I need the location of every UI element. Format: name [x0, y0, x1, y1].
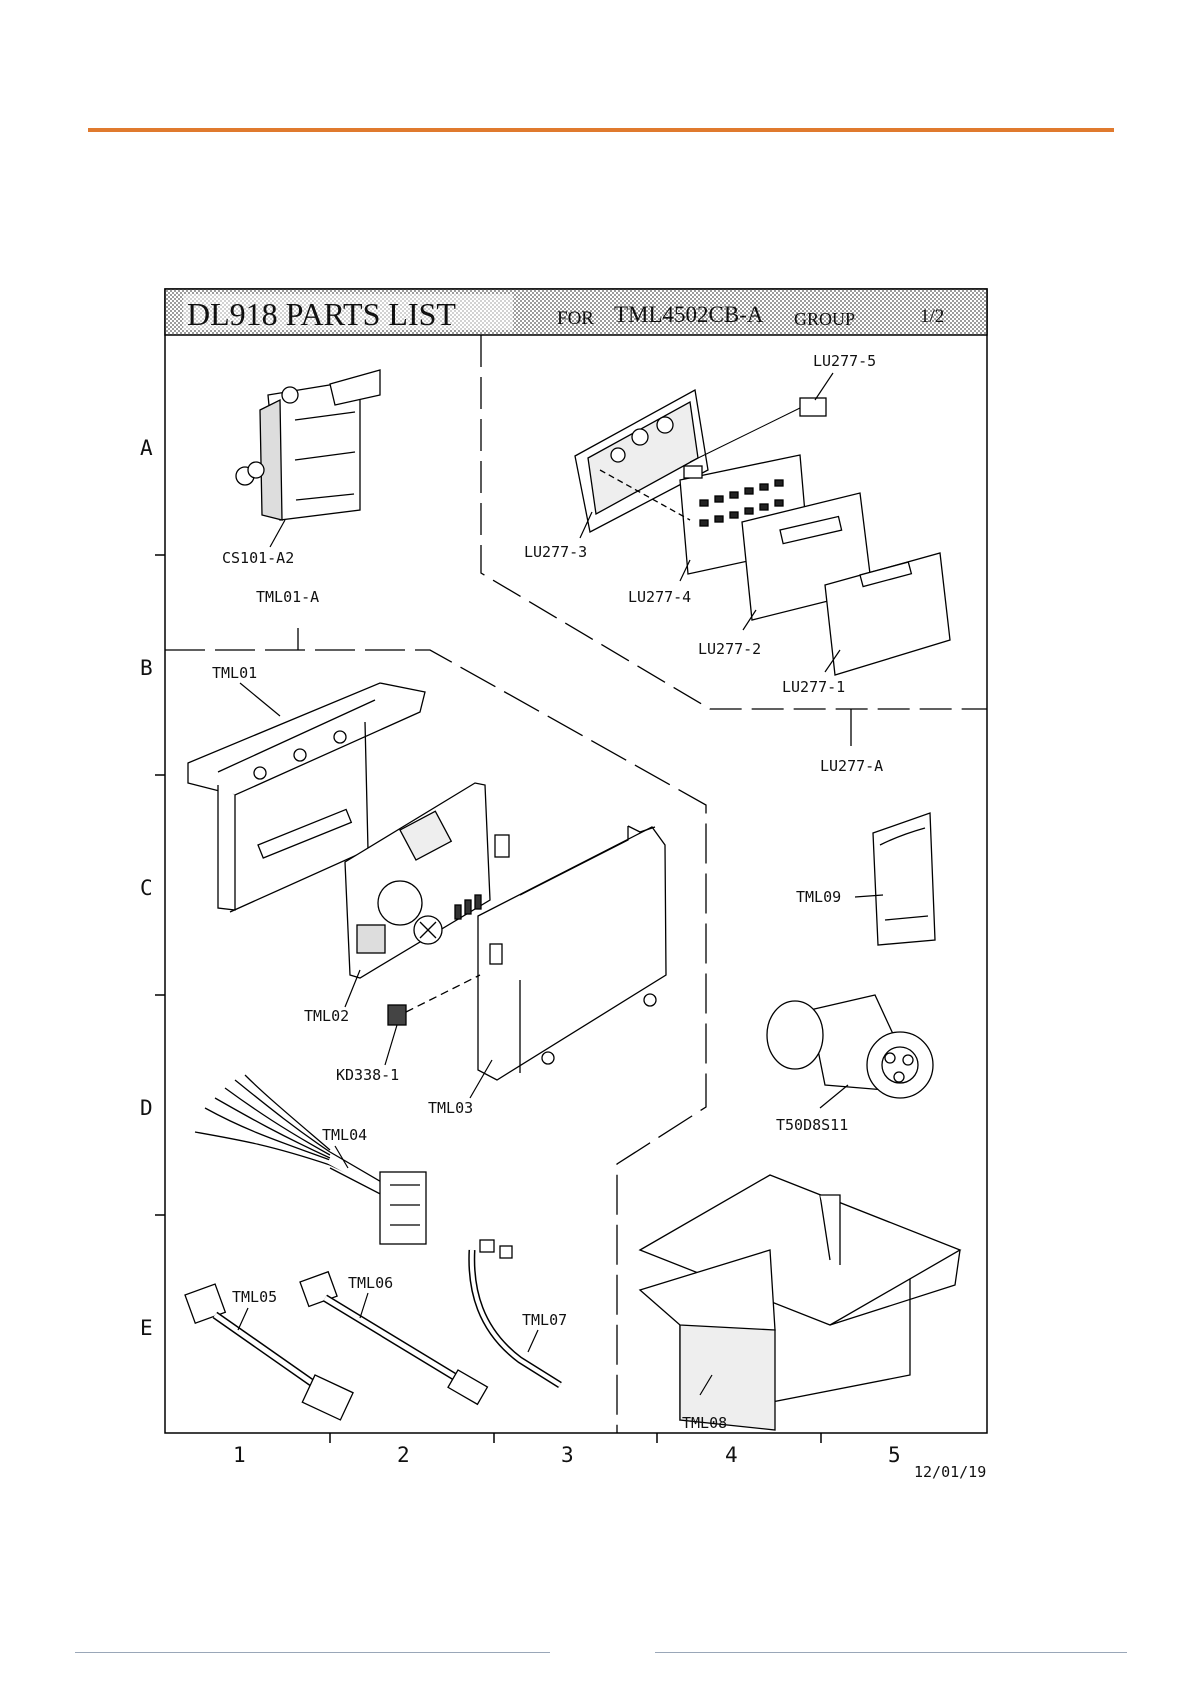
- callout-tml07: TML07: [522, 1311, 567, 1329]
- callout-tml05: TML05: [232, 1288, 277, 1306]
- callout-tml08: TML08: [682, 1414, 727, 1432]
- revision-date: 12/01/19: [914, 1463, 986, 1481]
- callout-tml04: TML04: [322, 1126, 367, 1144]
- column-ticks: [330, 1433, 821, 1443]
- tml09-manual-drawing: [873, 813, 935, 945]
- row-label-c: C: [140, 876, 153, 900]
- row-label-e: E: [140, 1316, 153, 1340]
- callout-lu277-3: LU277-3: [524, 543, 587, 561]
- tml08-carton-drawing: [640, 1175, 960, 1430]
- row-label-b: B: [140, 656, 153, 680]
- column-labels: 1 2 3 4 5: [233, 1443, 901, 1467]
- callout-tml01: TML01: [212, 664, 257, 682]
- cs101-switch-drawing: [236, 370, 380, 520]
- callout-tml03: TML03: [428, 1099, 473, 1117]
- row-labels: A B C D E: [140, 436, 153, 1340]
- callout-t50d8s11: T50D8S11: [776, 1116, 848, 1134]
- row-label-a: A: [140, 436, 153, 460]
- callout-tml09: TML09: [796, 888, 841, 906]
- col-label-4: 4: [725, 1443, 738, 1467]
- callout-tml01-a: TML01-A: [256, 588, 319, 606]
- callout-lu277-5: LU277-5: [813, 352, 876, 370]
- header-page: 1/2: [920, 306, 944, 327]
- col-label-5: 5: [888, 1443, 901, 1467]
- header-for-label: FOR: [557, 308, 594, 329]
- header-model: TML4502CB-A: [614, 302, 764, 327]
- col-label-2: 2: [397, 1443, 410, 1467]
- callout-kd338-1: KD338-1: [336, 1066, 399, 1084]
- tml04-harness-drawing: [195, 1075, 426, 1244]
- kd338-switch-drawing: [388, 975, 480, 1025]
- row-label-d: D: [140, 1096, 153, 1120]
- lu277-keypad-drawing: [575, 390, 950, 675]
- callout-tml02: TML02: [304, 1007, 349, 1025]
- tml03-cover-drawing: [478, 826, 666, 1080]
- header-group-label: GROUP: [794, 309, 855, 329]
- header-title: DL918 PARTS LIST: [187, 296, 456, 332]
- bottom-rule-right: [655, 1652, 1127, 1653]
- t50d8s11-timer-drawing: [767, 995, 933, 1098]
- row-ticks: [155, 555, 165, 1215]
- callout-lu277-4: LU277-4: [628, 588, 691, 606]
- callout-lu277-a: LU277-A: [820, 757, 883, 775]
- bottom-rule-left: [75, 1652, 550, 1653]
- callout-lu277-2: LU277-2: [698, 640, 761, 658]
- col-label-3: 3: [561, 1443, 574, 1467]
- callout-tml06: TML06: [348, 1274, 393, 1292]
- callout-lu277-1: LU277-1: [782, 678, 845, 696]
- callout-cs101-a2: CS101-A2: [222, 549, 294, 567]
- col-label-1: 1: [233, 1443, 246, 1467]
